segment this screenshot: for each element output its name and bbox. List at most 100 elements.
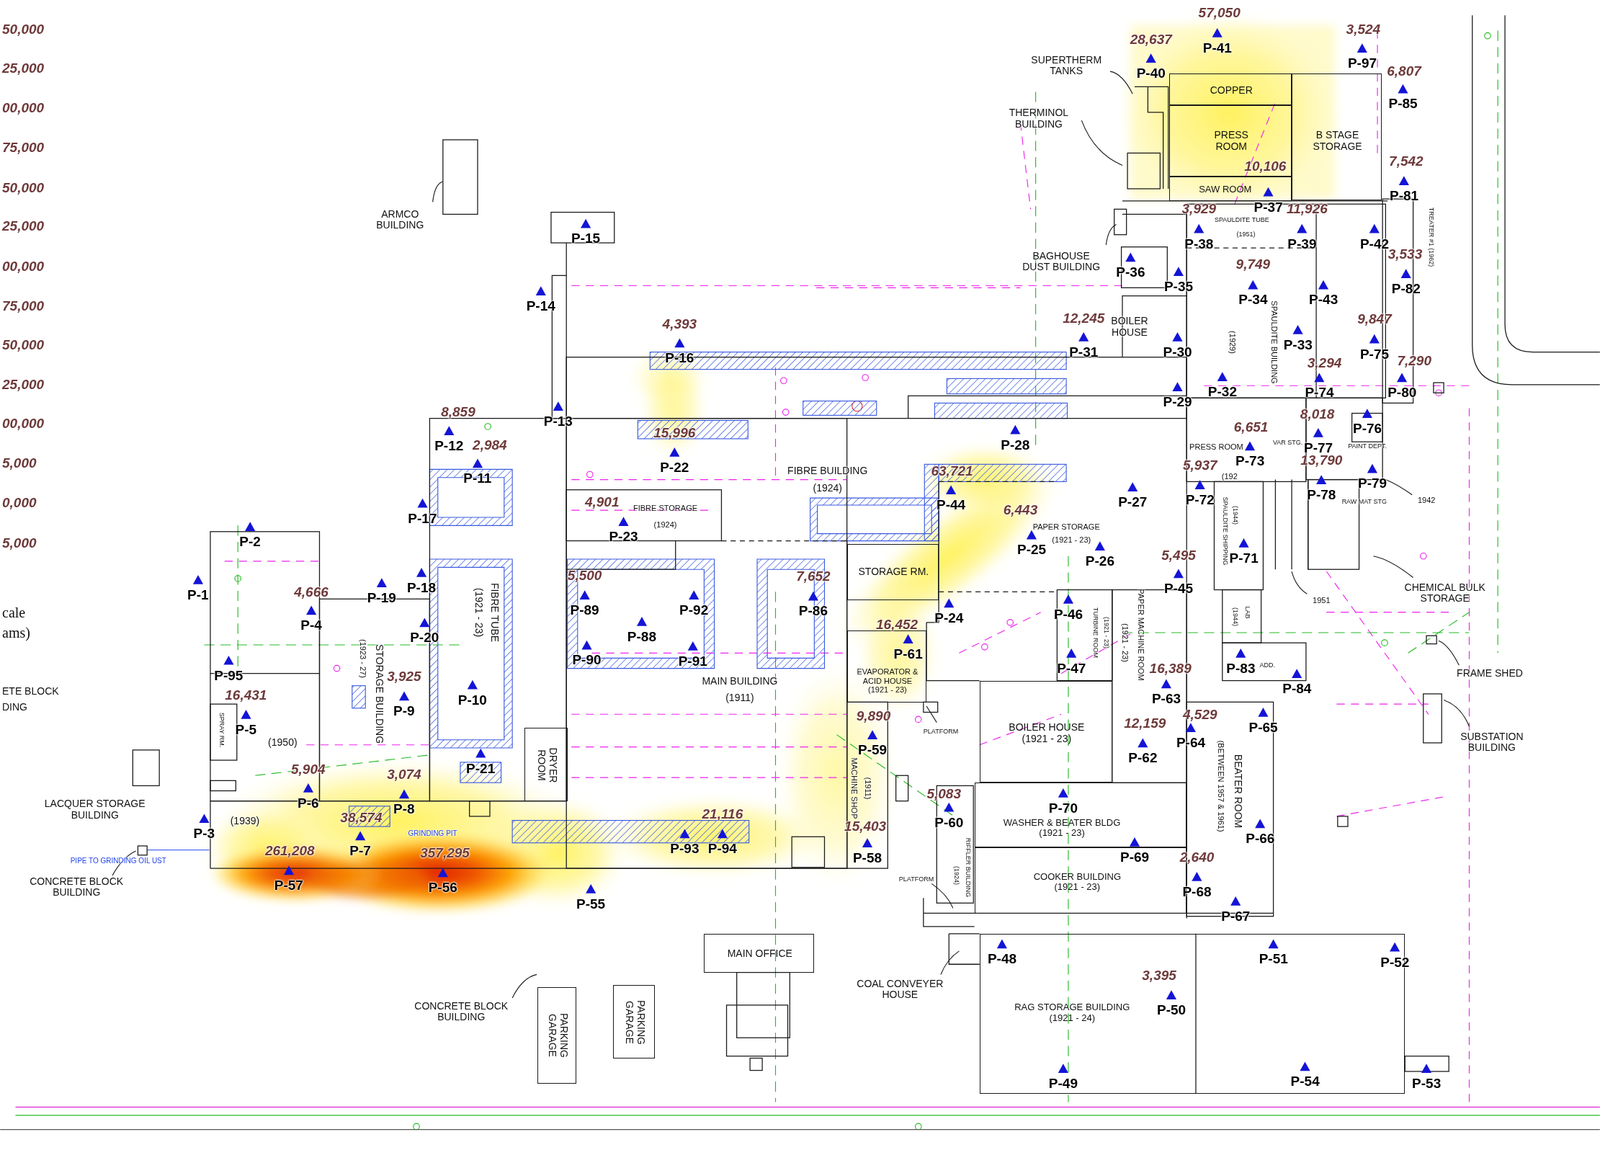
- concentration-value: 6,651: [1234, 419, 1269, 436]
- building-label: COAL CONVEYER HOUSE: [848, 977, 951, 1000]
- building-name-block: EVAPORATOR & ACID HOUSE(1921 - 23): [856, 667, 918, 694]
- sample-id: P-88: [627, 628, 657, 645]
- concentration-value: 11,926: [1286, 201, 1328, 217]
- building-name-block: COPPER: [1210, 85, 1253, 97]
- sample-marker: [475, 748, 486, 758]
- sample-id: P-73: [1235, 453, 1265, 469]
- sample-id: P-86: [798, 603, 828, 619]
- sample-id: P-50: [1156, 1002, 1186, 1018]
- sample-id: P-58: [852, 850, 882, 866]
- sample-id: P-68: [1182, 884, 1211, 900]
- sample-id: P-97: [1347, 55, 1377, 71]
- scale-value: 75,000: [2, 298, 44, 314]
- building-label: (1921 - 23): [1051, 535, 1091, 544]
- sample-marker: [1247, 280, 1258, 290]
- concentration-value: 21,116: [701, 806, 743, 822]
- sample-marker: [808, 591, 819, 601]
- sample-marker: [417, 498, 428, 508]
- sample-marker: [193, 574, 204, 585]
- sample-id: P-11: [463, 471, 492, 487]
- concentration-value: 9,749: [1236, 256, 1271, 272]
- sample-marker: [1172, 332, 1183, 342]
- building-label: PAINT DEPT.: [1347, 443, 1387, 451]
- concentration-value: 3,395: [1141, 968, 1177, 984]
- sample-marker: [943, 802, 954, 812]
- sample-id: P-13: [543, 414, 573, 430]
- sample-marker: [674, 337, 685, 348]
- building-label: FRAME SHED: [1456, 667, 1523, 679]
- building-label: (1950): [267, 736, 297, 748]
- building-label: (1923 - 27): [358, 638, 368, 678]
- sample-id: P-10: [458, 692, 487, 708]
- building-name-block: PRESS ROOM: [1200, 130, 1263, 153]
- building-outline: DRYER ROOM: [524, 727, 567, 802]
- sample-marker: [1399, 175, 1410, 186]
- sample-id: P-80: [1387, 385, 1417, 401]
- sample-marker: [303, 783, 314, 793]
- building-name: COOKER BUILDING: [1033, 871, 1121, 883]
- sample-marker: [244, 521, 256, 531]
- concentration-value: 5,083: [926, 786, 962, 802]
- concentration-value: 6,443: [1003, 502, 1039, 518]
- sample-id: P-49: [1048, 1076, 1078, 1092]
- building-label: PAPER MACHINE ROOM: [1136, 588, 1146, 681]
- sample-marker: [553, 401, 564, 411]
- building-name: WASHER & BEATER BLDG: [995, 817, 1129, 829]
- sample-marker: [1125, 252, 1136, 262]
- scale-value: 5,000: [2, 535, 37, 551]
- sample-id: P-6: [297, 795, 320, 811]
- sample-marker: [1369, 334, 1380, 344]
- building-label: (1951): [1236, 231, 1255, 239]
- sample-id: P-83: [1226, 660, 1255, 676]
- concentration-value: 38,574: [340, 809, 382, 825]
- sample-id: P-45: [1164, 581, 1193, 597]
- building-outline: PARKING GARAGE: [613, 984, 655, 1059]
- concentration-value: 15,996: [653, 425, 696, 441]
- scale-value: 25,000: [2, 377, 44, 393]
- sample-id: P-35: [1164, 279, 1193, 295]
- sample-id: P-28: [1000, 437, 1030, 453]
- sample-id: P-32: [1208, 383, 1237, 400]
- sample-marker: [240, 709, 251, 719]
- sample-id: P-43: [1308, 292, 1338, 308]
- sample-id: P-18: [407, 579, 436, 596]
- scale-value: 50,000: [2, 22, 44, 38]
- sample-id: P-47: [1056, 660, 1086, 676]
- sample-marker: [1058, 788, 1069, 798]
- sample-marker: [581, 640, 592, 650]
- building-label: CONCRETE BLOCK BUILDING: [407, 999, 516, 1023]
- building-label: (1929): [1228, 330, 1237, 354]
- building-name: EVAPORATOR & ACID HOUSE: [856, 667, 918, 686]
- building-label: LACQUER STORAGE BUILDING: [38, 798, 152, 821]
- building-name-block: PARKING GARAGE: [546, 994, 570, 1077]
- sample-marker: [585, 883, 596, 894]
- sample-marker: [1095, 541, 1106, 551]
- sample-marker: [472, 458, 483, 469]
- building-name-block: WASHER & BEATER BLDG(1921 - 23): [995, 817, 1129, 839]
- sample-id: P-21: [466, 760, 495, 776]
- sample-id: P-48: [987, 951, 1017, 967]
- cut-legend-text: cale: [2, 604, 26, 621]
- building-outline: WASHER & BEATER BLDG(1921 - 23): [974, 782, 1188, 847]
- sample-id: P-62: [1128, 750, 1157, 766]
- building-name-block: MAIN OFFICE: [727, 948, 793, 960]
- sample-id: P-71: [1229, 550, 1259, 566]
- concentration-value: 15,403: [844, 819, 887, 835]
- pipe-note: PIPE TO GRINDING OIL UST: [70, 856, 167, 865]
- sample-id: P-5: [235, 721, 258, 737]
- building-label: (BETWEEN 1957 & 1961): [1216, 739, 1226, 832]
- building-name: PRESS ROOM: [1200, 130, 1263, 153]
- building-label: (1911): [725, 692, 754, 704]
- sample-marker: [1166, 989, 1177, 1000]
- sample-id: P-15: [571, 231, 601, 247]
- sample-marker: [903, 633, 914, 644]
- building-label: TREATER #1 (1962): [1427, 206, 1435, 266]
- sample-id: P-63: [1151, 691, 1181, 707]
- sample-marker: [1195, 479, 1206, 490]
- building-name-block: PARKING GARAGE: [623, 990, 646, 1054]
- sample-id: P-14: [526, 298, 556, 314]
- building-label: ARMCO BUILDING: [369, 208, 431, 231]
- building-outline: RAG STORAGE BUILDING(1921 - 24): [979, 933, 1406, 1094]
- building-label: PLATFORM: [899, 876, 934, 884]
- building-label: ADD.: [1259, 662, 1276, 670]
